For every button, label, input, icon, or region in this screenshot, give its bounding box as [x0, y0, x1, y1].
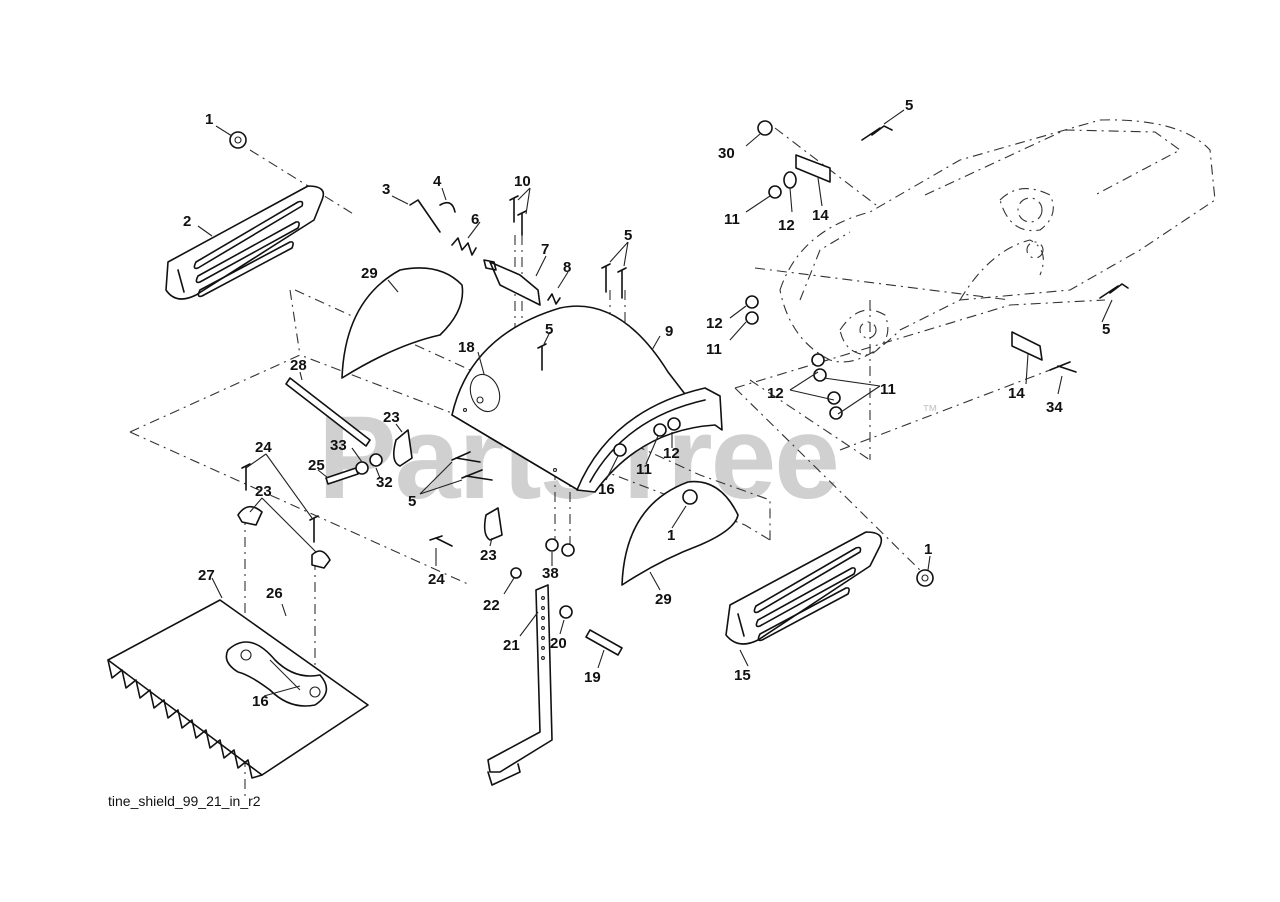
depth-bar	[487, 584, 553, 786]
pin-25	[325, 467, 359, 485]
callout-26: 26	[266, 585, 283, 602]
clamps	[237, 429, 503, 569]
callout-5: 5	[624, 227, 632, 244]
chain-case-housing	[779, 119, 1216, 363]
callout-labels: 1 2 3 4 10 6 7 8 5 29 5 9 18 28 23 33 25…	[183, 97, 1110, 710]
callout-5: 5	[408, 493, 416, 510]
callout-12: 12	[778, 217, 795, 234]
callout-12: 12	[706, 315, 723, 332]
callout-38: 38	[542, 565, 559, 582]
callout-15: 15	[734, 667, 751, 684]
callout-19: 19	[584, 669, 601, 686]
callout-11: 11	[880, 381, 896, 398]
drawing-reference-id: tine_shield_99_21_in_r2	[108, 793, 261, 809]
callout-7: 7	[541, 241, 549, 258]
callout-25: 25	[308, 457, 325, 474]
callout-32: 32	[376, 474, 393, 491]
callout-34: 34	[1046, 399, 1063, 416]
callout-8: 8	[563, 259, 571, 276]
watermark-trademark: ™	[922, 403, 938, 420]
bracket-7	[483, 259, 541, 306]
callout-5: 5	[905, 97, 913, 114]
callout-18: 18	[458, 339, 475, 356]
callout-23: 23	[480, 547, 497, 564]
right-side-shield	[725, 531, 883, 645]
spring-6	[451, 237, 477, 256]
left-side-shield	[165, 185, 325, 300]
callout-27: 27	[198, 567, 215, 584]
callout-30: 30	[718, 145, 735, 162]
hood-bolts	[241, 195, 627, 547]
right-brackets	[795, 125, 1129, 373]
nuts-and-washers	[229, 120, 934, 619]
callout-6: 6	[471, 211, 479, 228]
callout-11: 11	[636, 461, 652, 478]
callout-1: 1	[667, 527, 675, 544]
callout-11: 11	[706, 341, 722, 358]
callout-29: 29	[655, 591, 672, 608]
callout-10: 10	[514, 173, 531, 190]
leader-lines	[197, 109, 1113, 697]
callout-5: 5	[1102, 321, 1110, 338]
end-shield-upper	[341, 267, 464, 379]
callout-24: 24	[255, 439, 272, 456]
callout-2: 2	[183, 213, 191, 230]
callout-28: 28	[290, 357, 307, 374]
callout-22: 22	[483, 597, 500, 614]
callout-14: 14	[812, 207, 829, 224]
rod-3	[409, 199, 441, 233]
spring-8	[547, 293, 561, 305]
clip-4	[439, 201, 456, 213]
pin-19	[585, 629, 623, 656]
callout-23: 23	[383, 409, 400, 426]
rod-28	[285, 377, 371, 447]
callout-14: 14	[1008, 385, 1025, 402]
callout-3: 3	[382, 181, 390, 198]
callout-11: 11	[724, 211, 740, 228]
callout-23: 23	[255, 483, 272, 500]
callout-24: 24	[428, 571, 445, 588]
callout-16: 16	[252, 693, 269, 710]
callout-5: 5	[545, 321, 553, 338]
rear-flap	[107, 599, 369, 779]
callout-16: 16	[598, 481, 615, 498]
callout-20: 20	[550, 635, 567, 652]
callout-29: 29	[361, 265, 378, 282]
callout-1: 1	[205, 111, 213, 128]
callout-33: 33	[330, 437, 347, 454]
callout-12: 12	[767, 385, 784, 402]
callout-9: 9	[665, 323, 673, 340]
callout-4: 4	[433, 173, 442, 190]
callout-12: 12	[663, 445, 680, 462]
callout-1: 1	[924, 541, 932, 558]
callout-21: 21	[503, 637, 520, 654]
